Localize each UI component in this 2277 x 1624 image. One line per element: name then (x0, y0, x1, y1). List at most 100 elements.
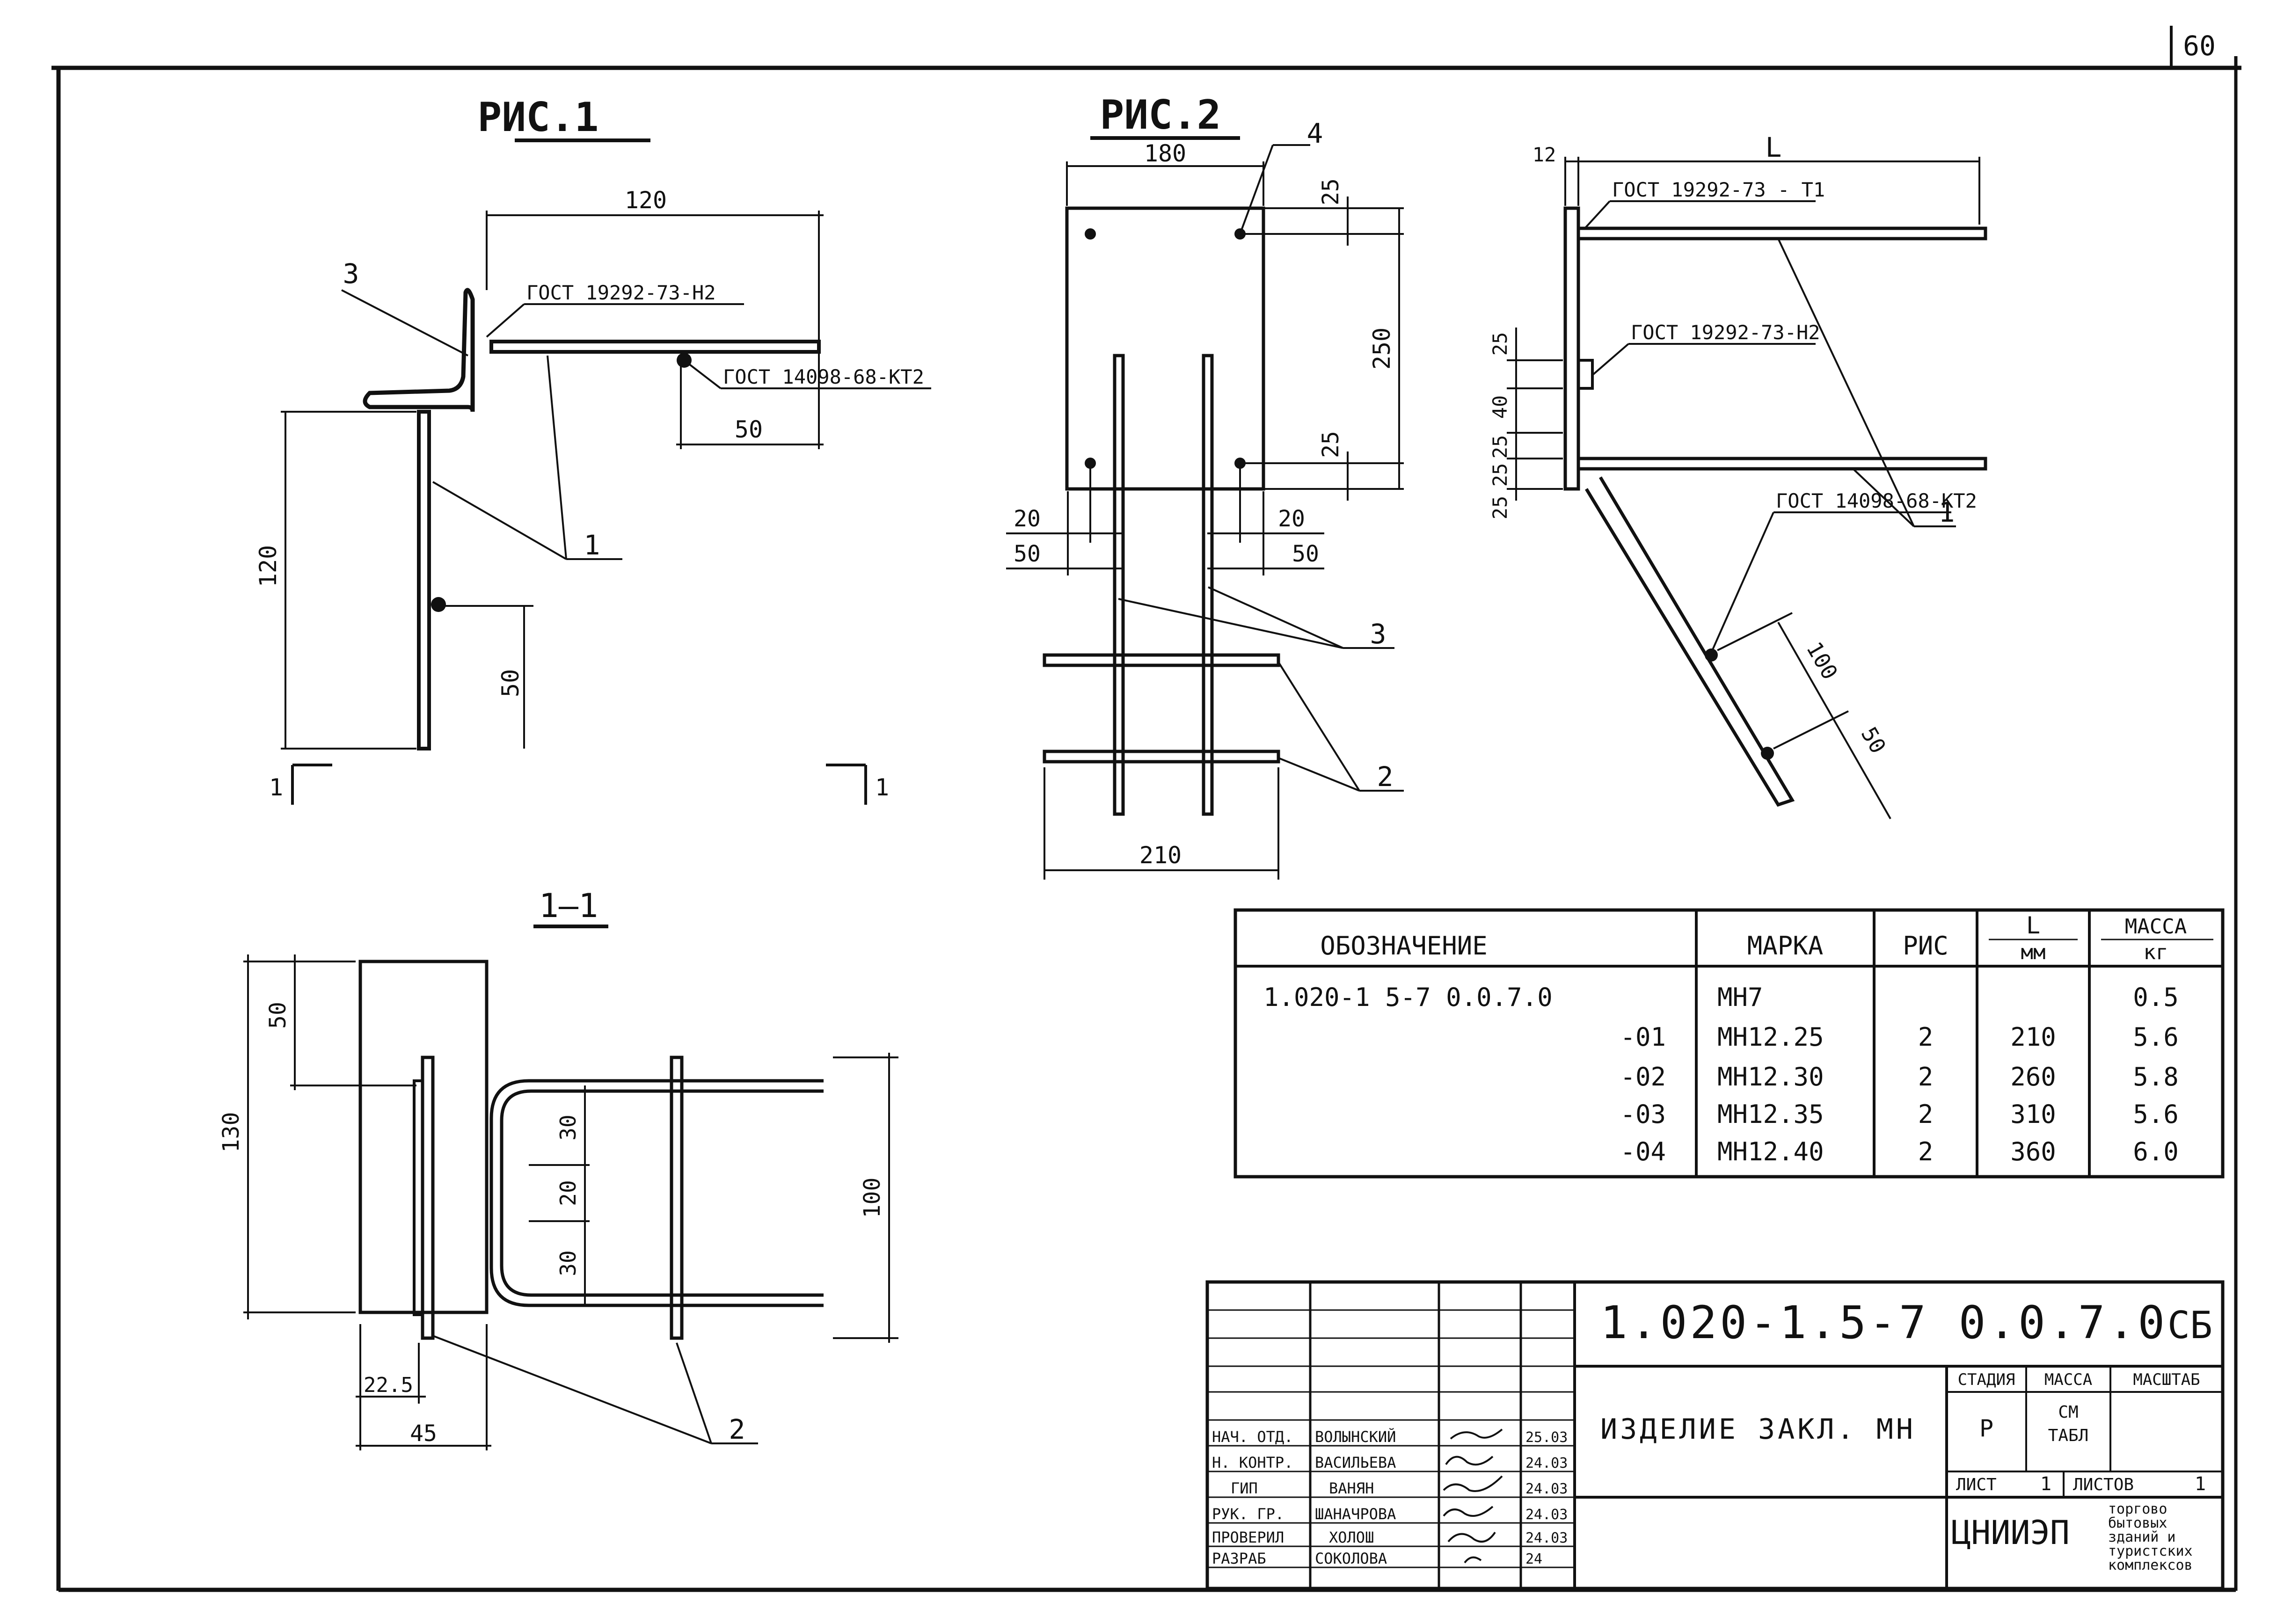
fig3-note-h2: ГОСТ 19292-73-Н2 (1631, 321, 1820, 344)
figure-1: РИС.1 120 120 50 50 ГОСТ 19292-73-Н2 ГОС… (255, 94, 931, 805)
fig3-dim-25a: 25 (1489, 332, 1511, 356)
fig3-dim-25d: 25 (1489, 496, 1511, 520)
spec-row-L: 260 (2010, 1062, 2056, 1092)
spec-row-L: 360 (2010, 1137, 2056, 1166)
spec-row-designation: -03 (1620, 1100, 1666, 1129)
spec-header-mark: МАРКА (1747, 931, 1824, 961)
signature-name: СОКОЛОВА (1315, 1550, 1387, 1567)
spec-row-mark: МН12.30 (1717, 1062, 1824, 1092)
signature-scribble (1443, 1475, 1503, 1492)
signature-row: РАЗРАБ СОКОЛОВА 24 (1212, 1550, 1542, 1567)
fig3-dim-L: L (1766, 131, 1782, 163)
spec-row-mass: 5.6 (2133, 1100, 2179, 1129)
title-org-desc: комплексов (2108, 1557, 2193, 1573)
spec-row-mark: МН12.35 (1717, 1100, 1824, 1129)
signature-role: РУК. ГР. (1212, 1505, 1284, 1523)
spec-row-fig: 2 (1918, 1137, 1934, 1166)
title-scale-label: МАСШТАБ (2133, 1370, 2200, 1389)
spec-row-designation: -02 (1620, 1062, 1666, 1092)
signature-role: ПРОВЕРИЛ (1212, 1529, 1284, 1546)
title-sheets-value: 1 (2195, 1473, 2206, 1495)
signature-date: 25.03 (1525, 1429, 1568, 1446)
title-mass-value-2: ТАБЛ (2048, 1426, 2089, 1445)
title-block: 1.020-1.5-7 0.0.7.0 СБ ИЗДЕЛИЕ ЗАКЛ. МН … (1205, 1280, 2225, 1590)
title-code: 1.020-1.5-7 0.0.7.0 (1600, 1296, 2168, 1349)
signature-row: ПРОВЕРИЛ ХОЛОШ 24.03 (1212, 1529, 1568, 1546)
fig3-dim-50: 50 (1856, 723, 1891, 758)
title-item-name: ИЗДЕЛИЕ ЗАКЛ. МН (1600, 1413, 1916, 1446)
spec-row-fig: 2 (1918, 1062, 1934, 1092)
fig1-section-right: 1 (875, 774, 889, 801)
spec-header-designation: ОБОЗНАЧЕНИЕ (1320, 931, 1488, 961)
title-org-desc: туристских (2108, 1543, 2193, 1559)
title-sheets-label: ЛИСТОВ (2073, 1475, 2134, 1494)
title-stage: Р (1979, 1415, 1993, 1442)
signature-date: 24 (1525, 1551, 1542, 1567)
signature-date: 24.03 (1525, 1455, 1568, 1471)
spec-row-mass: 0.5 (2133, 983, 2179, 1012)
fig1-dim-right: 50 (497, 669, 524, 697)
fig3-dim-100: 100 (1802, 638, 1843, 684)
signature-role: НАЧ. ОТД. (1212, 1428, 1293, 1446)
title-mass-value-1: СМ (2058, 1403, 2078, 1422)
section-dim-50: 50 (265, 1002, 291, 1029)
signature-row: ГИП ВАНЯН 24.03 (1231, 1475, 1568, 1497)
spec-table: ОБОЗНАЧЕНИЕ МАРКА РИС L мм МАССА кг 1.02… (1233, 908, 2225, 1179)
fig2-dim-25b: 25 (1318, 431, 1344, 458)
signature-name: ВАНЯН (1329, 1479, 1374, 1497)
spec-row-mass: 5.6 (2133, 1022, 2179, 1052)
title-org-desc: зданий и (2108, 1529, 2176, 1545)
signature-role: ГИП (1231, 1479, 1258, 1497)
spec-row-mark: МН7 (1717, 983, 1763, 1012)
figure-3: 12 L ГОСТ 19292-73 - Т1 ГОСТ 19292-73-Н2… (1489, 131, 1987, 819)
section-dim-20: 20 (555, 1180, 581, 1206)
signature-scribble (1450, 1428, 1503, 1440)
signature-row: НАЧ. ОТД. ВОЛЫНСКИЙ 25.03 (1212, 1428, 1568, 1446)
signature-name: ВОЛЫНСКИЙ (1315, 1428, 1396, 1446)
fig2-callout-4: 4 (1307, 117, 1323, 149)
fig3-callout-1: 1 (1939, 496, 1955, 528)
fig2-dim-250: 250 (1368, 328, 1395, 370)
signature-date: 24.03 (1525, 1481, 1568, 1497)
spec-row-designation: -01 (1620, 1022, 1666, 1052)
fig1-weld-note: ГОСТ 19292-73-Н2 (526, 281, 716, 304)
section-dim-30b: 30 (555, 1250, 581, 1276)
fig3-dim-40: 40 (1489, 395, 1511, 419)
signature-scribble (1447, 1531, 1496, 1543)
title-stage-label: СТАДИЯ (1958, 1370, 2015, 1389)
fig2-dim-20-left: 20 (1014, 506, 1041, 532)
spec-row-fig: 2 (1918, 1022, 1934, 1052)
title-org: ЦНИИЭП (1951, 1514, 2070, 1552)
spec-row-designation: 1.020-1 5-7 0.0.7.0 (1263, 983, 1553, 1012)
fig1-dim-50: 50 (735, 416, 763, 443)
fig1-dim-left: 120 (255, 545, 282, 587)
fig2-callout-3: 3 (1370, 618, 1387, 650)
spec-row-fig: 2 (1918, 1100, 1934, 1129)
spec-row-designation: -04 (1620, 1137, 1666, 1166)
signature-row: Н. КОНТР. ВАСИЛЬЕВА 24.03 (1212, 1454, 1568, 1471)
section-dim-45: 45 (410, 1420, 437, 1447)
spec-header-mass: МАССА (2125, 915, 2187, 939)
signature-date: 24.03 (1525, 1530, 1568, 1546)
fig1-section-left: 1 (269, 774, 283, 801)
section-dim-100: 100 (859, 1178, 885, 1218)
fig3-note-t1: ГОСТ 19292-73 - Т1 (1612, 178, 1825, 201)
sheet-number: 60 (2183, 30, 2216, 62)
fig2-title: РИС.2 (1100, 92, 1221, 138)
signature-scribble (1443, 1506, 1494, 1517)
fig1-dim-top: 120 (625, 187, 667, 214)
spec-row-L: 210 (2010, 1022, 2056, 1052)
fig3-note-kt2: ГОСТ 14098-68-КТ2 (1776, 489, 1977, 512)
fig2-dim-50-left: 50 (1014, 541, 1041, 567)
section-1-1: 1—1 50 130 30 20 30 100 22.5 45 (218, 887, 898, 1450)
section-dim-225: 22.5 (364, 1373, 413, 1397)
fig3-dim-25b: 25 (1489, 435, 1511, 459)
fig1-callout-3: 3 (343, 258, 359, 290)
fig1-callout-1: 1 (584, 529, 600, 561)
section-dim-30a: 30 (555, 1114, 581, 1140)
fig2-dim-210: 210 (1139, 842, 1182, 869)
spec-row-mass: 5.8 (2133, 1062, 2179, 1092)
section-dim-130: 130 (218, 1112, 244, 1153)
title-sheet-value: 1 (2040, 1473, 2051, 1495)
